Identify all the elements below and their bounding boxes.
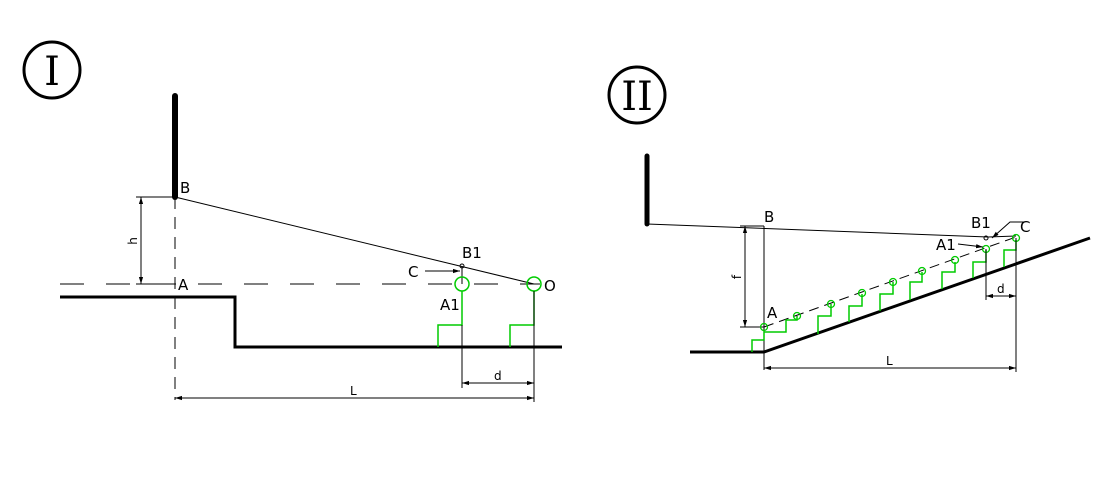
panel-1-badge: I bbox=[22, 40, 82, 100]
sight-line-ext bbox=[987, 235, 1017, 238]
ground-profile bbox=[60, 295, 562, 349]
panel-2-roman: II bbox=[621, 74, 653, 120]
stairs-3 bbox=[848, 294, 863, 322]
badge-circle bbox=[22, 40, 82, 100]
panel-1: I h bbox=[22, 40, 562, 402]
stairs-4 bbox=[879, 282, 894, 311]
label-l: L bbox=[350, 384, 357, 398]
label-h: h bbox=[126, 237, 140, 245]
panel-2-badge: II bbox=[607, 65, 667, 125]
label-a: A bbox=[178, 276, 189, 294]
label-a1: A1 bbox=[936, 236, 956, 254]
ground-slope bbox=[690, 236, 1091, 354]
step-frame-2 bbox=[509, 291, 535, 347]
label-c: C bbox=[408, 263, 418, 281]
label-b1: B1 bbox=[462, 244, 482, 262]
stairs-2 bbox=[817, 304, 832, 334]
label-a1: A1 bbox=[440, 296, 460, 314]
panel-1-roman: I bbox=[44, 49, 60, 95]
step-frame-1 bbox=[437, 291, 463, 347]
stairs-1 bbox=[751, 316, 798, 352]
badge-circle bbox=[607, 65, 667, 125]
dimension-f: f bbox=[730, 225, 764, 328]
label-a: A bbox=[767, 304, 778, 322]
arrow-c bbox=[991, 221, 1024, 239]
label-b: B bbox=[180, 179, 190, 197]
marker-circles bbox=[759, 233, 1021, 332]
arrow-a1 bbox=[957, 243, 984, 249]
stairs-6 bbox=[941, 262, 956, 289]
point-b1 bbox=[983, 235, 989, 241]
label-b: B bbox=[764, 208, 774, 226]
label-l: L bbox=[886, 354, 893, 368]
label-o: O bbox=[544, 277, 556, 295]
label-d: d bbox=[494, 369, 502, 383]
label-b1: B1 bbox=[971, 214, 991, 232]
dimension-h: h bbox=[126, 196, 175, 285]
label-f: f bbox=[730, 274, 744, 279]
label-c: C bbox=[1020, 218, 1030, 236]
sight-line bbox=[174, 196, 535, 285]
stairs-5 bbox=[909, 272, 923, 300]
label-d: d bbox=[997, 282, 1005, 296]
sight-line bbox=[646, 223, 989, 238]
panel-2: II f bbox=[607, 65, 1091, 372]
